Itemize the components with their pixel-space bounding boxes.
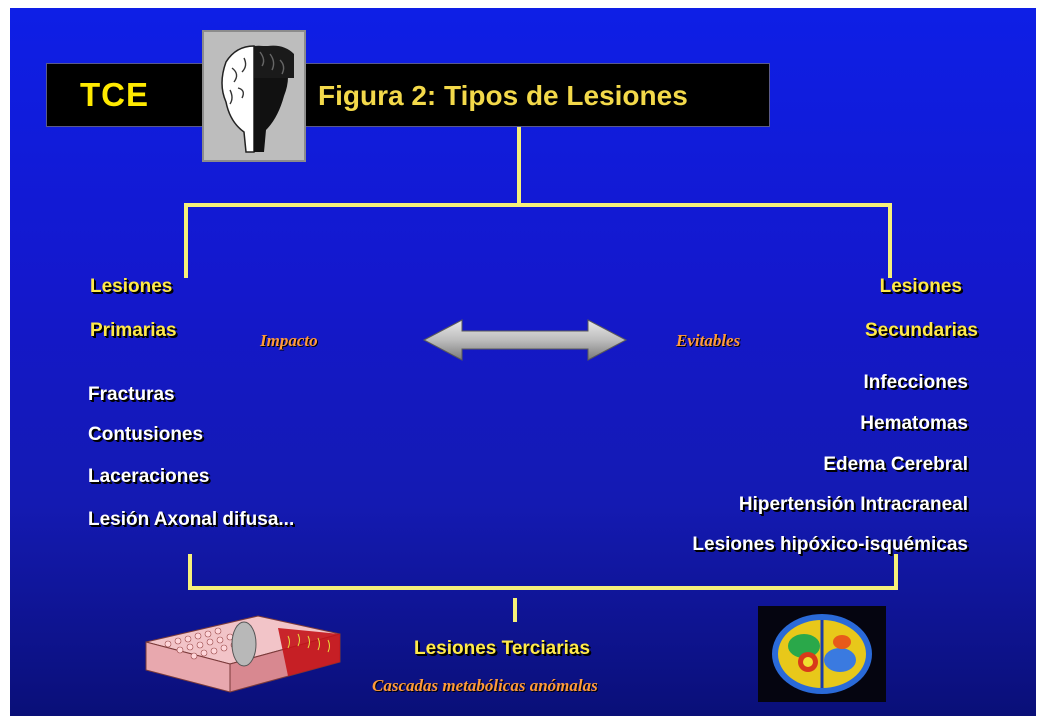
page-title: Figura 2: Tipos de Lesiones	[318, 80, 688, 111]
secondary-item: Hipertensión Intracraneal	[738, 494, 968, 515]
primary-heading-line1: Lesiones	[90, 276, 173, 297]
secondary-item: Lesiones hipóxico-isquémicas	[692, 534, 968, 555]
tertiary-heading: Lesiones Terciarias	[414, 638, 591, 659]
double-arrow-icon	[422, 319, 628, 361]
secondary-note: Evitables	[676, 331, 741, 350]
primary-note: Impacto	[260, 331, 318, 350]
connector-lines	[184, 124, 898, 622]
secondary-item: Edema Cerebral	[823, 454, 968, 475]
primary-item: Contusiones	[88, 424, 204, 445]
tertiary-note: Cascadas metabólicas anómalas	[372, 676, 598, 695]
cell-membrane-illustration	[145, 615, 341, 693]
secondary-heading-line2: Secundarias	[865, 320, 978, 341]
primary-heading-line2: Primarias	[90, 320, 177, 341]
title-bar	[46, 63, 770, 127]
brain-image	[202, 30, 306, 162]
secondary-item: Hematomas	[860, 413, 968, 434]
brain-icon	[221, 45, 294, 153]
tce-label: TCE	[80, 76, 149, 113]
primary-item: Laceraciones	[88, 466, 210, 487]
primary-item: Lesión Axonal difusa...	[88, 509, 295, 530]
brain-scan-icon	[772, 614, 872, 694]
primary-item: Fracturas	[88, 384, 175, 405]
slide: TCE Figura 2: Tipos de Lesiones Lesiones…	[10, 8, 1036, 716]
brain-scan-image	[758, 606, 886, 702]
secondary-heading-line1: Lesiones	[879, 276, 962, 297]
secondary-item: Infecciones	[863, 372, 968, 393]
